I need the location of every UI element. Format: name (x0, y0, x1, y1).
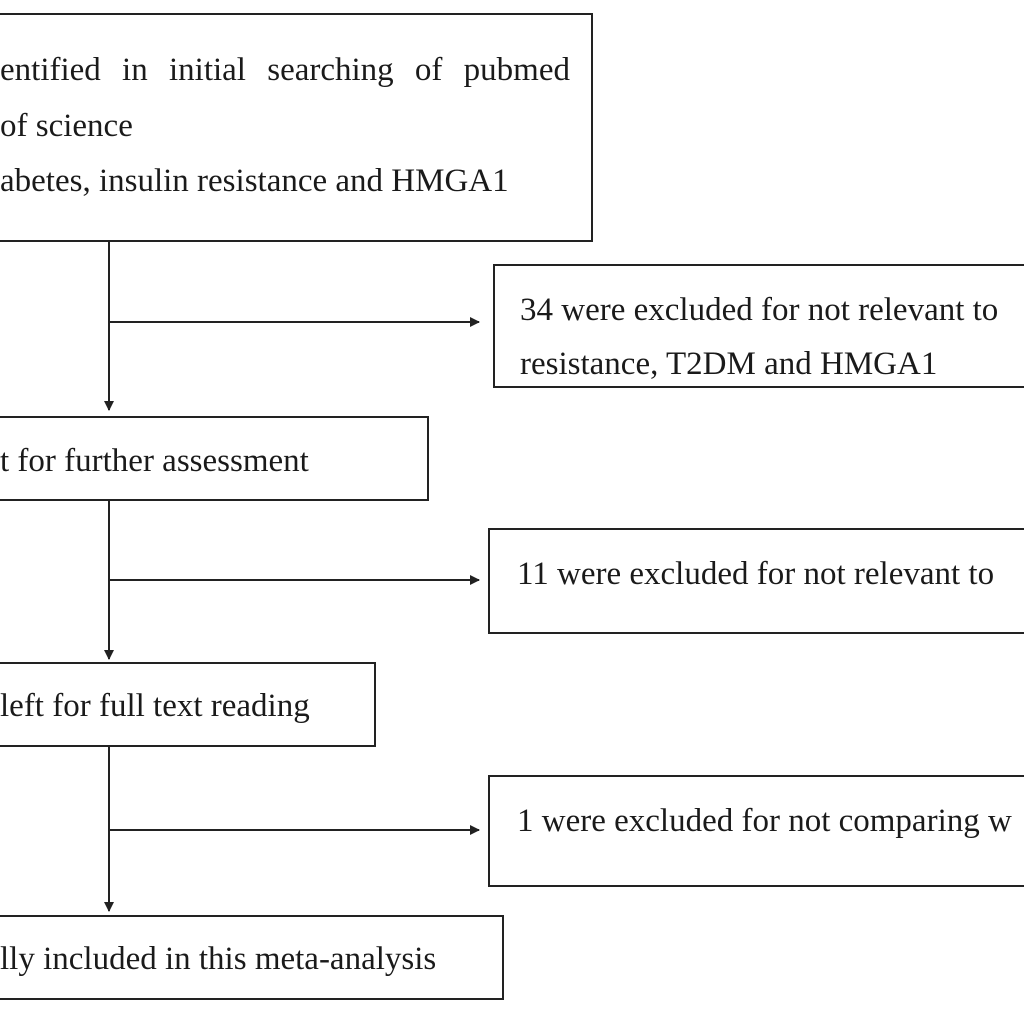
included-box-line-1: lly included in this meta-analysis (0, 941, 437, 977)
exclusion-box-1-line-2: resistance, T2DM and HMGA1 (520, 346, 938, 382)
exclusion-box-1: 34 were excluded for not relevant to res… (493, 264, 1024, 388)
assessment-box-line-1: t for further assessment (0, 443, 309, 479)
exclusion-box-3: 1 were excluded for not comparing w (488, 775, 1024, 887)
search-box-line-2: of science (0, 108, 133, 144)
assessment-box: t for further assessment (0, 416, 429, 501)
exclusion-box-3-line-1: 1 were excluded for not comparing w (517, 803, 1012, 839)
exclusion-box-1-line-1: 34 were excluded for not relevant to (520, 292, 999, 328)
search-box: entified in initial searching of pubmed … (0, 13, 593, 242)
search-box-line-1: entified in initial searching of pubmed (0, 52, 570, 88)
search-box-line-3: abetes, insulin resistance and HMGA1 (0, 163, 509, 199)
exclusion-box-2-line-1: 11 were excluded for not relevant to (517, 556, 995, 592)
full-text-box: left for full text reading (0, 662, 376, 747)
full-text-box-line-1: left for full text reading (0, 688, 310, 724)
included-box: lly included in this meta-analysis (0, 915, 504, 1000)
exclusion-box-2: 11 were excluded for not relevant to (488, 528, 1024, 634)
